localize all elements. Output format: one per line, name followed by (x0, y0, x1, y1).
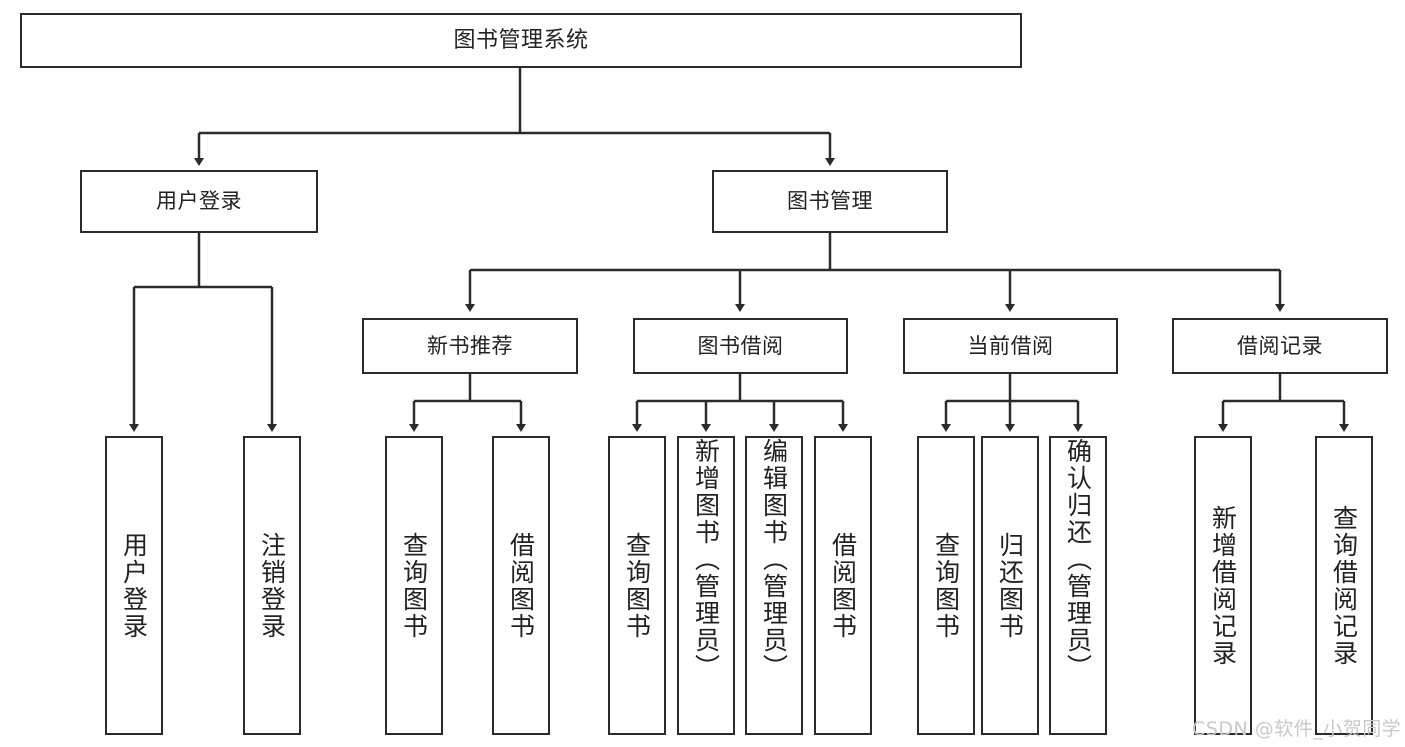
node-label: 图书管理 (787, 189, 873, 214)
node-label: 新增图书（管理员） (691, 438, 721, 681)
node-label: 借阅记录 (1237, 333, 1323, 358)
node-label: 借阅图书 (828, 531, 858, 640)
node-book-management[interactable]: 图书管理 (712, 170, 948, 233)
node-label: 图书管理系统 (453, 27, 589, 53)
node-label: 查询图书 (931, 531, 961, 640)
leaf-query-book-borrow[interactable]: 查询图书 (608, 436, 666, 735)
node-user-login[interactable]: 用户登录 (80, 170, 318, 233)
leaf-query-borrow-record[interactable]: 查询借阅记录 (1315, 436, 1373, 735)
leaf-return-book[interactable]: 归还图书 (981, 436, 1039, 735)
node-current-borrow[interactable]: 当前借阅 (903, 318, 1118, 374)
node-label: 编辑图书（管理员） (759, 438, 789, 681)
node-label: 注销登录 (257, 531, 287, 640)
leaf-query-book-current[interactable]: 查询图书 (917, 436, 975, 735)
leaf-borrow-book-borrow[interactable]: 借阅图书 (814, 436, 872, 735)
node-root-system[interactable]: 图书管理系统 (20, 13, 1022, 68)
node-label: 确认归还（管理员） (1063, 438, 1093, 681)
node-label: 新增借阅记录 (1208, 504, 1238, 667)
csdn-watermark: CSDN @软件_小贺同学 (1192, 718, 1402, 740)
leaf-query-book-rec[interactable]: 查询图书 (385, 436, 443, 735)
node-label: 查询图书 (399, 531, 429, 640)
node-label: 新书推荐 (427, 333, 513, 358)
node-borrow-record[interactable]: 借阅记录 (1172, 318, 1388, 374)
node-label: 借阅图书 (506, 531, 536, 640)
node-book-borrow[interactable]: 图书借阅 (633, 318, 848, 374)
node-label: 查询借阅记录 (1329, 504, 1359, 667)
leaf-confirm-return-admin[interactable]: 确认归还（管理员） (1049, 436, 1107, 735)
leaf-user-login[interactable]: 用户登录 (105, 436, 163, 735)
leaf-logout-login[interactable]: 注销登录 (243, 436, 301, 735)
node-label: 归还图书 (995, 531, 1025, 640)
leaf-edit-book-admin[interactable]: 编辑图书（管理员） (745, 436, 803, 735)
node-label: 用户登录 (156, 189, 242, 214)
node-label: 用户登录 (119, 531, 149, 640)
node-label: 当前借阅 (967, 333, 1054, 358)
node-label: 图书借阅 (697, 333, 784, 358)
leaf-add-borrow-record[interactable]: 新增借阅记录 (1194, 436, 1252, 735)
node-label: 查询图书 (622, 531, 652, 640)
leaf-add-book-admin[interactable]: 新增图书（管理员） (677, 436, 735, 735)
leaf-borrow-book-rec[interactable]: 借阅图书 (492, 436, 550, 735)
node-new-book-recommend[interactable]: 新书推荐 (362, 318, 578, 374)
